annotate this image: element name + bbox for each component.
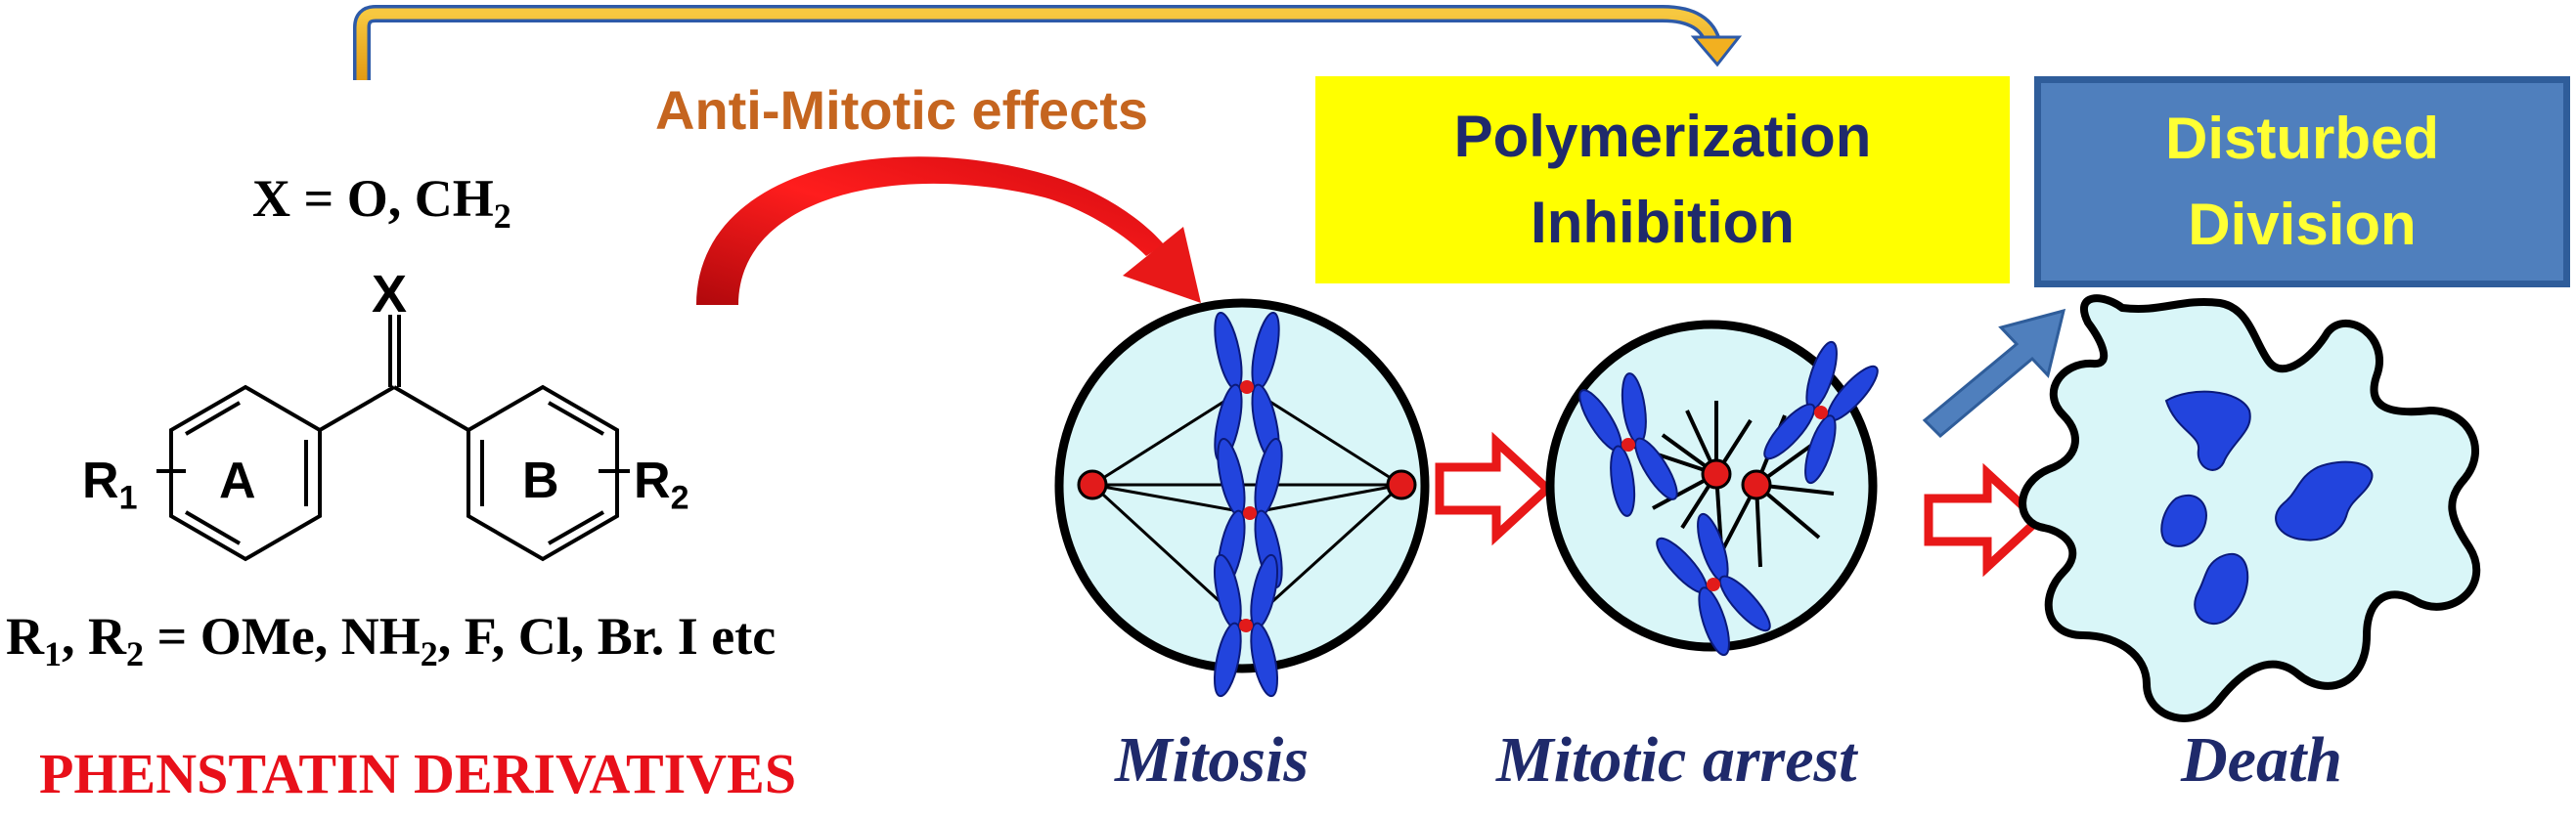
anti-mitotic-curved-arrow xyxy=(696,156,1201,305)
centrosome xyxy=(1386,469,1417,500)
arrest-to-division-arrow xyxy=(1922,308,2066,439)
phenstatin-structure xyxy=(156,315,630,562)
chromosome xyxy=(1656,512,1771,657)
centrosome xyxy=(1701,458,1732,490)
chromatin-fragment xyxy=(2275,460,2374,541)
polymerization-box-line: Inhibition xyxy=(1531,190,1795,255)
compound-class-title: PHENSTATIN DERIVATIVES xyxy=(39,742,797,805)
dead-cell xyxy=(2019,294,2481,722)
division-box-line: Disturbed xyxy=(2164,106,2440,171)
centrosome xyxy=(1741,469,1772,500)
mitotic-arrest-cell xyxy=(1545,320,1879,657)
division-box-line: Division xyxy=(2188,192,2417,257)
polymerization-box-line: Polymerization xyxy=(1453,104,1872,169)
ring-b-hexagon xyxy=(466,384,619,562)
carbonyl-atom-label: X xyxy=(372,265,408,324)
ring-a-label: A xyxy=(219,453,256,509)
chromosome xyxy=(1763,340,1879,485)
ring-b-label: B xyxy=(522,453,559,509)
top-bracket-arrow xyxy=(353,5,1743,80)
disturbed-division-box: Disturbed Division xyxy=(2034,76,2570,287)
stage-label-mitosis: Mitosis xyxy=(1115,724,1310,796)
chromosome xyxy=(1213,553,1279,698)
r-group-definition: R1, R2 = OMe, NH2, F, Cl, Br. I etc xyxy=(6,607,777,673)
ring-b-substituent-label: R2 xyxy=(634,453,689,517)
chromatin-fragment xyxy=(2164,390,2251,471)
x-definition: X = O, CH2 xyxy=(252,169,511,236)
arrest-to-death-arrow xyxy=(1924,462,2045,578)
stage-label-mitotic-arrest: Mitotic arrest xyxy=(1496,724,1857,796)
ring-a-hexagon xyxy=(169,384,322,562)
polymerization-inhibition-box: Polymerization Inhibition xyxy=(1315,76,2010,283)
chromosome xyxy=(1578,372,1678,517)
ring-a-substituent-label: R1 xyxy=(82,453,138,517)
chromatin-fragment xyxy=(2160,494,2207,547)
mitosis-to-arrest-arrow xyxy=(1435,431,1554,546)
mitosis-cell xyxy=(1054,298,1430,698)
anti-mitotic-label: Anti-Mitotic effects xyxy=(655,79,1148,141)
stage-label-death: Death xyxy=(2181,724,2342,796)
centrosome xyxy=(1077,469,1108,500)
chromatin-fragment xyxy=(2194,552,2249,626)
